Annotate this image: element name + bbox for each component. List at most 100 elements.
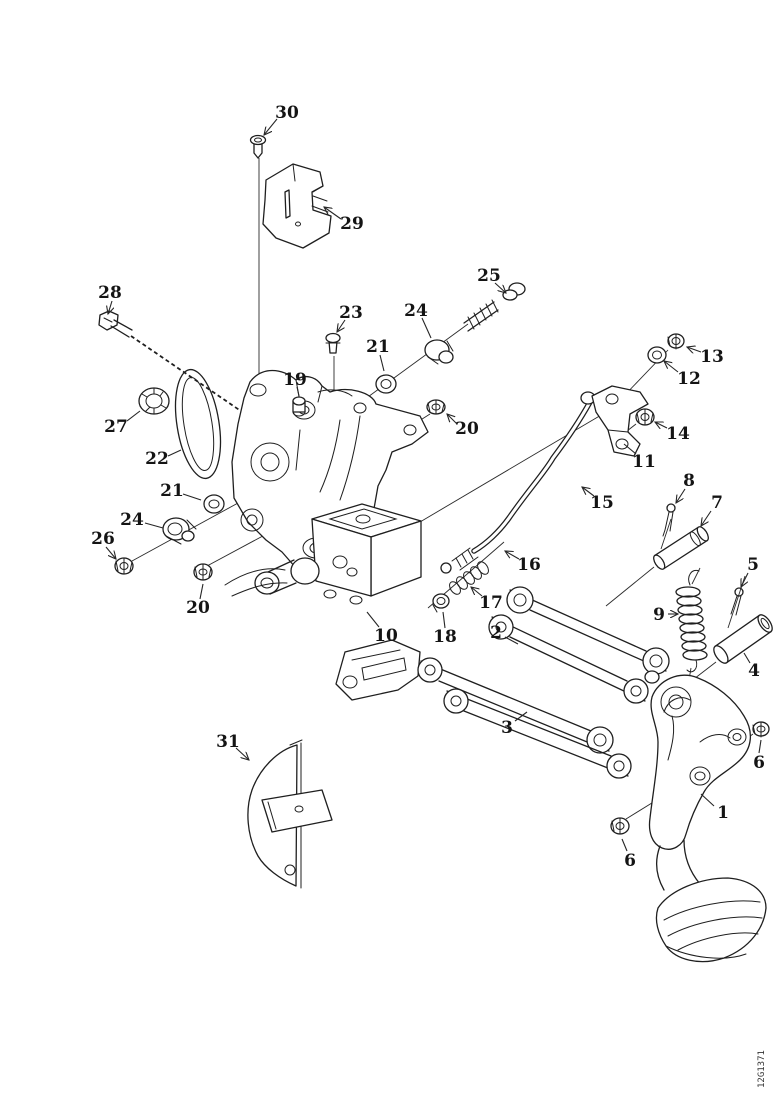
callout-leader-10	[366, 611, 380, 628]
part-link-bracket-11	[591, 385, 649, 457]
callout-number-12: 12	[677, 369, 701, 389]
callout-leader-31	[235, 747, 249, 760]
callout-number-5: 5	[747, 555, 759, 575]
callout-leader-1	[700, 793, 715, 807]
callout-number-28: 28	[98, 283, 122, 303]
callout-number-25: 25	[477, 266, 501, 286]
callout-leader-29	[324, 207, 342, 220]
callout-leader-20	[447, 414, 458, 425]
callout-leader-22	[167, 449, 182, 457]
callout-leader-20	[199, 583, 204, 600]
part-return-spring-9	[675, 569, 708, 673]
callout-leader-6	[758, 739, 762, 754]
callout-leader-21	[182, 493, 202, 501]
callout-leader-28	[108, 300, 112, 314]
callout-number-21: 21	[160, 481, 184, 501]
part-bushing-24-upper	[424, 339, 454, 365]
callout-leader-26	[105, 546, 116, 559]
callout-number-7: 7	[711, 493, 723, 513]
diagram-parts	[98, 134, 773, 963]
callout-number-6: 6	[624, 851, 636, 871]
callout-number-23: 23	[339, 303, 363, 323]
callout-leader-12	[664, 361, 679, 373]
callout-number-30: 30	[275, 103, 299, 123]
callout-leader-14	[655, 422, 668, 428]
part-nut-20-upper	[426, 399, 446, 415]
callout-leader-17	[471, 587, 483, 597]
callout-number-14: 14	[666, 424, 690, 444]
callout-number-13: 13	[700, 347, 724, 367]
callout-number-27: 27	[104, 417, 128, 437]
callout-number-31: 31	[216, 732, 240, 752]
callout-number-16: 16	[517, 555, 541, 575]
part-nut-14	[635, 408, 655, 426]
part-bushing-21-lower	[203, 494, 225, 514]
part-bearing-27	[138, 387, 170, 415]
callout-number-1: 1	[717, 803, 729, 823]
callout-leader-2	[504, 636, 519, 645]
callout-leader-18	[442, 611, 446, 629]
callout-leader-15	[582, 487, 595, 497]
callout-number-10: 10	[374, 626, 398, 646]
part-pivot-pin-4	[713, 614, 773, 664]
part-pivot-pin-7	[653, 526, 709, 570]
part-spring-17	[449, 561, 489, 595]
callout-number-4: 4	[748, 661, 760, 681]
callout-number-6: 6	[753, 753, 765, 773]
callout-number-17: 17	[479, 593, 503, 613]
callout-number-2: 2	[490, 623, 502, 643]
callout-leader-19	[296, 386, 300, 397]
callout-number-9: 9	[653, 605, 665, 625]
callout-number-18: 18	[433, 627, 457, 647]
part-cotter-pin-8	[662, 503, 676, 537]
callout-leader-25	[494, 282, 506, 293]
part-bushing-boss-19	[292, 396, 306, 417]
part-bushing-24-lower	[162, 517, 197, 545]
callout-leader-30	[264, 118, 278, 135]
part-plug-18	[432, 593, 450, 613]
part-nut-6-left	[610, 817, 630, 835]
callout-number-24: 24	[404, 301, 428, 321]
callout-leader-24	[144, 522, 164, 529]
callout-leader-21	[379, 354, 385, 372]
part-nut-6-right	[752, 721, 770, 738]
part-mounting-bracket-29	[262, 163, 332, 249]
callout-number-3: 3	[501, 718, 513, 738]
figure-id-code: 12G1371	[757, 1050, 767, 1088]
callout-leader-11	[623, 443, 637, 455]
callout-leader-23	[337, 319, 346, 332]
part-brake-pedal-1	[648, 674, 767, 963]
part-nut-26	[114, 557, 134, 575]
callout-leader-4	[743, 652, 751, 664]
part-link-assembly-2	[488, 586, 670, 704]
part-spring-pin-5	[730, 587, 744, 616]
callout-number-29: 29	[340, 214, 364, 234]
callout-number-15: 15	[590, 493, 614, 513]
callout-leader-7	[701, 510, 712, 526]
callout-number-24: 24	[120, 510, 144, 530]
callout-leader-13	[687, 347, 702, 352]
callout-number-20: 20	[455, 419, 479, 439]
part-shield-plate-31	[247, 739, 333, 889]
part-flange-screw-23	[325, 332, 341, 354]
callout-leader-16	[505, 551, 520, 560]
callout-number-20: 20	[186, 598, 210, 618]
callout-number-22: 22	[145, 449, 169, 469]
callout-leader-27	[126, 410, 141, 422]
part-bushing-21-upper	[375, 374, 397, 394]
part-cap-screw-25	[463, 282, 526, 332]
callout-number-11: 11	[632, 452, 656, 472]
callout-leader-8	[676, 488, 686, 503]
part-washer-12	[647, 346, 667, 364]
callout-leader-3	[514, 711, 528, 722]
callout-number-8: 8	[683, 471, 695, 491]
part-control-rod-15	[440, 391, 596, 574]
part-link-assembly-3	[335, 639, 632, 779]
part-nut-20-lower	[193, 563, 213, 581]
callout-leader-5	[741, 572, 749, 587]
callout-number-21: 21	[366, 337, 390, 357]
callout-number-26: 26	[91, 529, 115, 549]
part-gasket-22	[174, 368, 222, 480]
